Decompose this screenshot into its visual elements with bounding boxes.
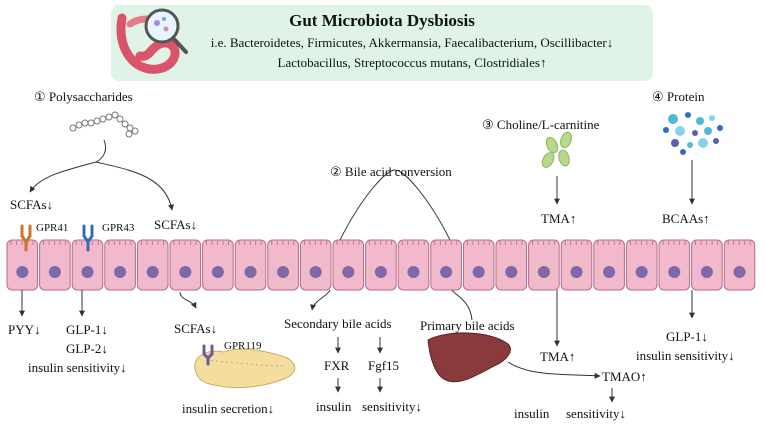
cell-nucleus (733, 266, 746, 278)
epithelial-cell (723, 239, 756, 291)
polysaccharides-heading: ① Polysaccharides (34, 89, 133, 104)
tmao-label: TMAO↑ (602, 369, 647, 384)
cell-nucleus (700, 266, 713, 278)
cell-nucleus (309, 266, 322, 278)
epithelial-cell (169, 239, 202, 291)
fxr-label: FXR (324, 358, 350, 373)
cell-nucleus (81, 266, 94, 278)
gpr119-receptor-icon (202, 344, 214, 366)
cell-nucleus (114, 266, 127, 278)
epithelial-cell (495, 239, 528, 291)
epithelial-cell (691, 239, 723, 291)
cell-nucleus (342, 266, 355, 278)
epithelial-cell (104, 239, 136, 291)
epithelial-cell (234, 239, 267, 291)
gpr41-label: GPR41 (36, 222, 69, 234)
pyy-label: PYY↓ (8, 322, 41, 337)
protein-heading: ④ Protein (652, 89, 705, 104)
pancreas-icon (194, 348, 296, 389)
bcaas-label: BCAAs↑ (662, 211, 710, 226)
cell-nucleus (277, 266, 290, 278)
epithelial-cell (560, 239, 593, 291)
polysaccharide-chain-icon (69, 111, 139, 138)
scfa-left-label: SCFAs↓ (10, 197, 54, 212)
scfa-right-label: SCFAs↓ (154, 217, 198, 232)
bile-sensitivity-label: sensitivity↓ (362, 399, 422, 414)
epithelial-cell (430, 239, 462, 291)
cell-nucleus (48, 266, 61, 278)
epithelial-cell (202, 239, 234, 291)
bile-acid-heading: ② Bile acid conversion (330, 164, 452, 179)
scfa-pancreas-label: SCFAs↓ (174, 321, 218, 336)
banner-title: Gut Microbiota Dysbiosis (289, 11, 475, 30)
choline-pills-icon (541, 131, 572, 168)
bile-acid-arc (339, 169, 451, 241)
secondary-bile-acids-label: Secondary bile acids (284, 316, 392, 331)
gpr43-receptor-icon (82, 224, 94, 252)
epithelial-cell (6, 239, 39, 291)
protein-particles-icon (663, 112, 723, 155)
tmao-sensitivity-label: sensitivity↓ (566, 406, 626, 421)
primary-bile-acids-label: Primary bile acids (420, 318, 515, 333)
glp2-label: GLP-2↓ (66, 341, 108, 356)
epithelial-cell (625, 239, 658, 291)
cell-nucleus (179, 266, 192, 278)
epithelial-cell (462, 239, 495, 291)
cell-nucleus (211, 266, 224, 278)
epithelial-cell (299, 239, 332, 291)
glp1-label: GLP-1↓ (66, 322, 108, 337)
choline-heading: ③ Choline/L-carnitine (482, 117, 600, 132)
epithelial-cell (365, 239, 397, 291)
protein-insulin-sensitivity-label: insulin sensitivity↓ (636, 348, 735, 363)
arrows (19, 139, 695, 403)
tma-top-label: TMA↑ (541, 211, 577, 226)
tma-liver-label: TMA↑ (540, 349, 576, 364)
cell-nucleus (16, 266, 29, 278)
banner-line-increased: Lactobacillus, Streptococcus mutans, Clo… (277, 55, 547, 70)
cell-nucleus (570, 266, 583, 278)
epithelial-cell (136, 239, 169, 291)
cell-nucleus (505, 266, 518, 278)
cell-nucleus (537, 266, 550, 278)
fgf15-label: Fgf15 (368, 358, 400, 373)
cell-nucleus (146, 266, 159, 278)
gpr43-label: GPR43 (102, 222, 135, 234)
gpr41-receptor-icon (20, 224, 32, 252)
cell-nucleus (603, 266, 616, 278)
dysbiosis-banner (111, 5, 653, 81)
insulin-secretion-label: insulin secretion↓ (182, 401, 275, 416)
cell-nucleus (374, 266, 387, 278)
cell-nucleus (668, 266, 681, 278)
epithelial-cell (593, 239, 625, 291)
insulin-sensitivity-left-label: insulin sensitivity↓ (28, 360, 127, 375)
epithelial-cell (528, 239, 560, 291)
epithelial-cell (658, 239, 691, 291)
epithelium-cell-row (6, 239, 756, 291)
liver-icon (427, 332, 511, 383)
cell-nucleus (244, 266, 257, 278)
cell-nucleus (407, 266, 420, 278)
cell-nucleus (440, 266, 453, 278)
intestine-magnifier-icon (116, 8, 188, 74)
banner-line-decreased: i.e. Bacteroidetes, Firmicutes, Akkerman… (210, 35, 614, 50)
cell-nucleus (472, 266, 485, 278)
epithelial-cell (39, 239, 71, 291)
epithelial-cell (267, 239, 299, 291)
bile-insulin-label: insulin (316, 399, 352, 414)
epithelial-cell (332, 239, 365, 291)
cell-nucleus (635, 266, 648, 278)
protein-glp1-label: GLP-1↓ (666, 329, 708, 344)
gpr119-label: GPR119 (224, 340, 262, 352)
epithelial-cell (397, 239, 430, 291)
tmao-insulin-label: insulin (514, 406, 550, 421)
